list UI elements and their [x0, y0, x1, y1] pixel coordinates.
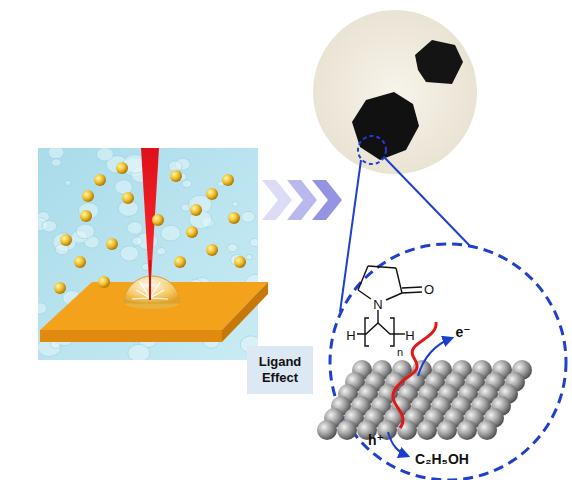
water-droplet: [246, 254, 253, 259]
zoom-region: [358, 136, 386, 164]
metal-atom: [477, 420, 497, 440]
hole-label: h⁺: [368, 432, 384, 448]
bond-line: [358, 290, 371, 299]
target-plate-side: [222, 282, 268, 342]
water-droplet: [65, 180, 71, 185]
atom-label: H: [405, 328, 414, 343]
gold-particle: [170, 170, 182, 182]
bond-line: [396, 268, 402, 293]
water-droplet: [157, 248, 166, 255]
gold-particle: [234, 256, 246, 268]
cavitation-bubble: [124, 276, 180, 303]
electron-transfer-arrow: [418, 338, 452, 376]
gold-particle: [228, 212, 240, 224]
water-droplet: [76, 224, 94, 239]
gold-particle: [54, 282, 66, 294]
polymer-backbone: [357, 323, 398, 334]
gold-particle: [190, 204, 202, 216]
label-box: Ligand Effect: [247, 346, 313, 394]
ligand-chain: [393, 322, 436, 428]
water-droplet: [96, 148, 113, 161]
aerogel-photo: [313, 10, 477, 174]
gold-particle: [94, 174, 106, 186]
water-droplet: [169, 161, 182, 172]
target-plate-front: [40, 330, 222, 342]
bond-line: [402, 292, 422, 293]
gold-particle: [82, 190, 94, 202]
water-droplet: [38, 303, 47, 314]
process-chevron: [312, 180, 342, 220]
water-droplet: [127, 222, 143, 235]
spark-ray: [150, 298, 168, 299]
metal-atom: [337, 420, 357, 440]
polymer-bracket: [390, 318, 394, 346]
magnified-view: [330, 244, 566, 480]
box-label: Ligand Effect: [247, 354, 313, 386]
metal-atom: [437, 420, 457, 440]
gold-nanoparticles: [54, 162, 246, 294]
gold-particle: [106, 238, 118, 250]
water-droplet: [120, 246, 139, 261]
gold-particle: [206, 188, 218, 200]
atom-label: H: [346, 328, 355, 343]
water-droplet: [250, 238, 258, 246]
electron-label: e⁻: [455, 324, 470, 340]
pvp-structure: [357, 266, 422, 346]
water-droplet: [52, 159, 61, 166]
metal-atom: [457, 420, 477, 440]
gold-particle: [80, 210, 92, 222]
water-droplet: [182, 180, 192, 188]
bond-line: [368, 266, 396, 268]
repeat-index: n: [397, 346, 403, 358]
metal-atom: [417, 420, 437, 440]
bond-line: [402, 287, 422, 288]
gold-particle: [152, 214, 164, 226]
gold-particle: [74, 256, 86, 268]
gold-particle: [60, 234, 72, 246]
water-droplet: [227, 244, 237, 252]
gold-particle: [174, 256, 186, 268]
zoom-leader: [384, 157, 470, 246]
gold-particle: [98, 276, 110, 288]
water-droplet: [161, 225, 181, 241]
product-label: C₂H₅OH: [415, 451, 469, 467]
bond-line: [398, 333, 405, 334]
bond-line: [377, 310, 378, 323]
water-droplet: [48, 148, 64, 159]
aerogel-chunk: [415, 40, 463, 84]
gold-particle: [186, 226, 198, 238]
process-chevron: [287, 180, 317, 220]
spark-ray: [132, 298, 150, 299]
water-droplet: [132, 237, 143, 246]
polymer-bracket: [365, 318, 369, 346]
process-chevron: [262, 180, 292, 220]
water-droplet: [232, 201, 238, 206]
gold-particle: [222, 174, 234, 186]
metal-atom: [317, 420, 337, 440]
metal-lattice: [317, 360, 532, 440]
laser-core: [149, 260, 151, 300]
atom-label: N: [373, 297, 382, 312]
gold-particle: [122, 192, 134, 204]
water-droplet: [241, 211, 255, 222]
gold-particle: [116, 162, 128, 174]
bond-line: [386, 293, 402, 300]
metal-atom: [397, 420, 417, 440]
atom-label: O: [424, 282, 434, 297]
spark-ray: [140, 282, 150, 298]
hole-oxidation-arrow: [388, 432, 408, 456]
bond-line: [358, 266, 368, 290]
spark-ray: [150, 282, 160, 298]
gold-particle: [206, 244, 218, 256]
water-droplet: [115, 180, 133, 194]
water-droplet: [42, 220, 56, 232]
water-droplet: [128, 344, 150, 360]
